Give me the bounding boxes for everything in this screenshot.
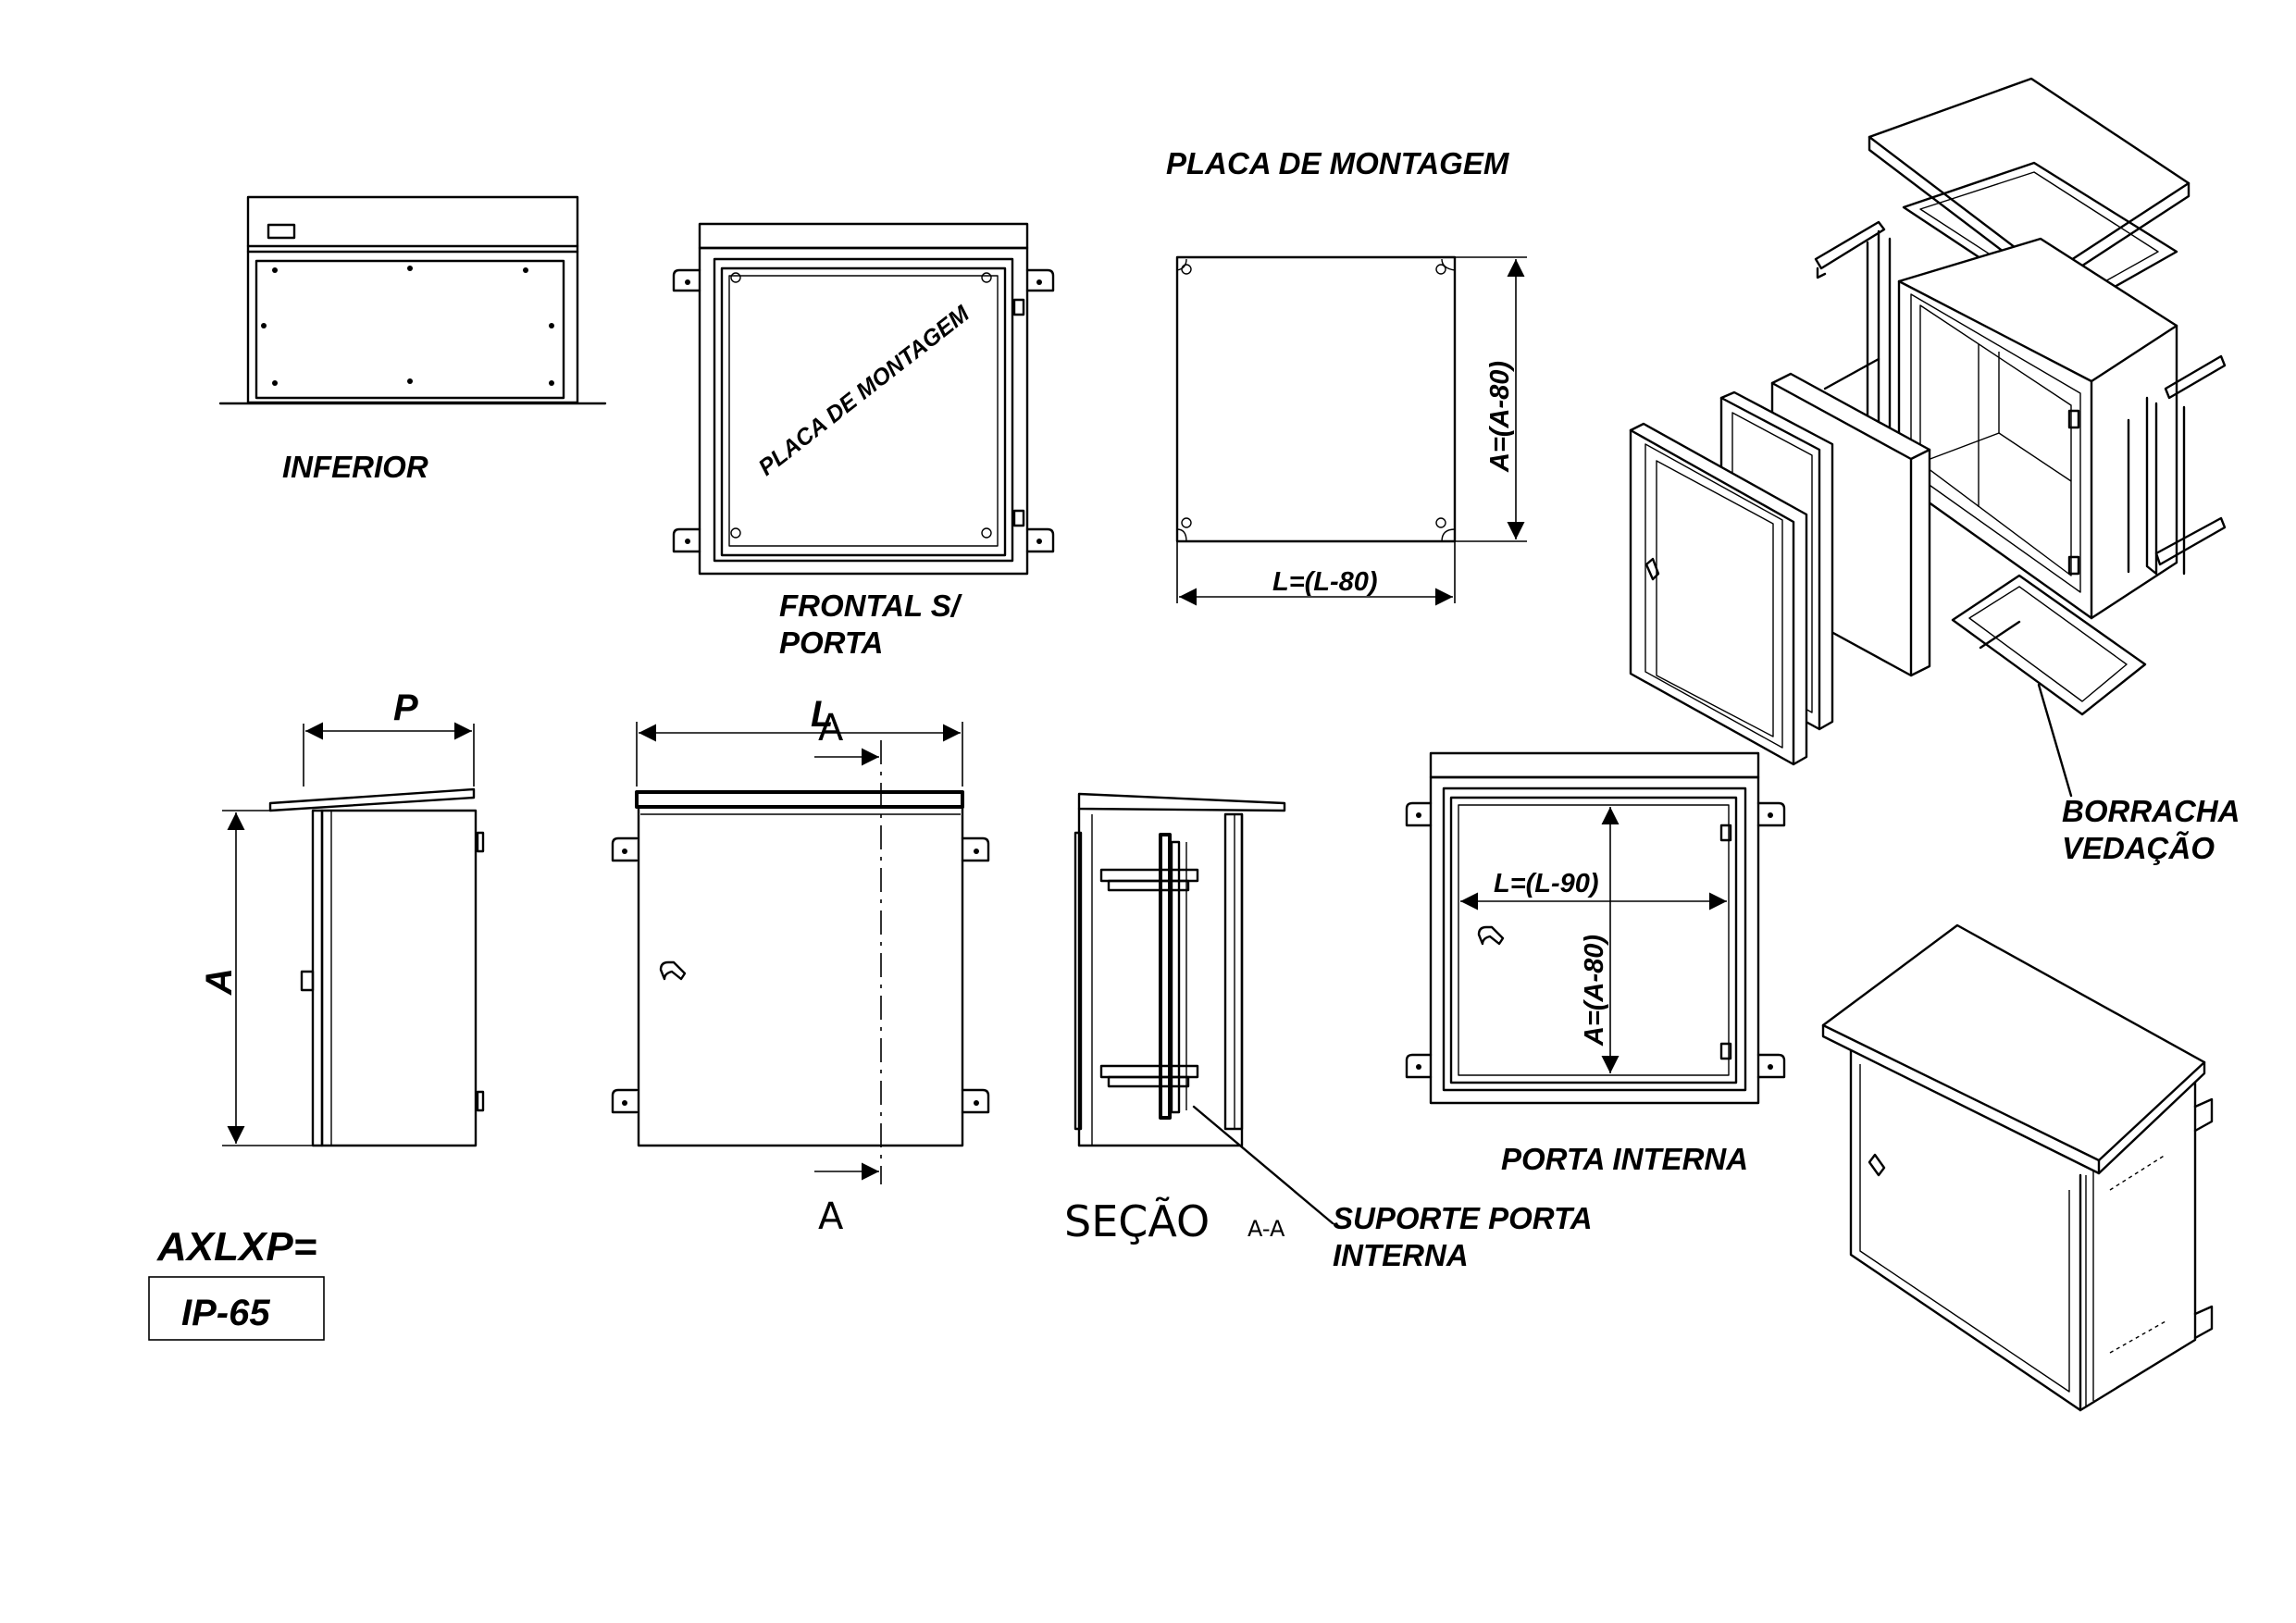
- dim-porta-height: A=(A-80): [1580, 935, 1609, 1047]
- inferior-view: [218, 195, 607, 405]
- dim-l: L: [811, 694, 833, 735]
- side-view: [222, 722, 485, 1147]
- exploded-view: [1629, 77, 2227, 798]
- section-mark-bottom: A: [818, 1196, 844, 1238]
- mounting-plate: [1175, 255, 1527, 606]
- inferior-label: INFERIOR: [282, 450, 428, 484]
- section-mark-top: A: [818, 707, 844, 750]
- dim-placa-height: A=(A-80): [1485, 361, 1515, 473]
- suporte-label-line2: INTERNA: [1333, 1238, 1469, 1272]
- frontal-label-line1: FRONTAL S/: [779, 588, 963, 623]
- secao-suffix: A-A: [1247, 1216, 1285, 1242]
- assembled-isometric-view: [1821, 923, 2214, 1412]
- suporte-label-line1: SUPORTE PORTA: [1333, 1201, 1593, 1235]
- placa-montagem-title: PLACA DE MONTAGEM: [1166, 146, 1510, 180]
- section-view: [1074, 792, 1334, 1225]
- porta-interna-label: PORTA INTERNA: [1501, 1142, 1748, 1176]
- borracha-label-line2: VEDAÇÃO: [2062, 831, 2215, 865]
- dim-porta-width: L=(L-90): [1494, 869, 1599, 898]
- placa-montagem-inner-label: PLACA DE MONTAGEM: [753, 300, 974, 481]
- dim-a: A: [199, 968, 240, 996]
- inner-door-view: [1405, 751, 1786, 1105]
- frontal-label-line2: PORTA: [779, 626, 883, 660]
- ip-rating-label: IP-65: [181, 1293, 270, 1333]
- borracha-label-line1: BORRACHA: [2062, 794, 2240, 828]
- front-view: [611, 722, 990, 1184]
- axlxp-label: AXLXP=: [156, 1224, 316, 1270]
- dim-p: P: [393, 688, 418, 728]
- dim-placa-width: L=(L-80): [1272, 567, 1378, 597]
- frontal-view: [672, 222, 1055, 576]
- ip-rating-box: [148, 1276, 325, 1341]
- secao-label: SEÇÃO: [1064, 1196, 1210, 1246]
